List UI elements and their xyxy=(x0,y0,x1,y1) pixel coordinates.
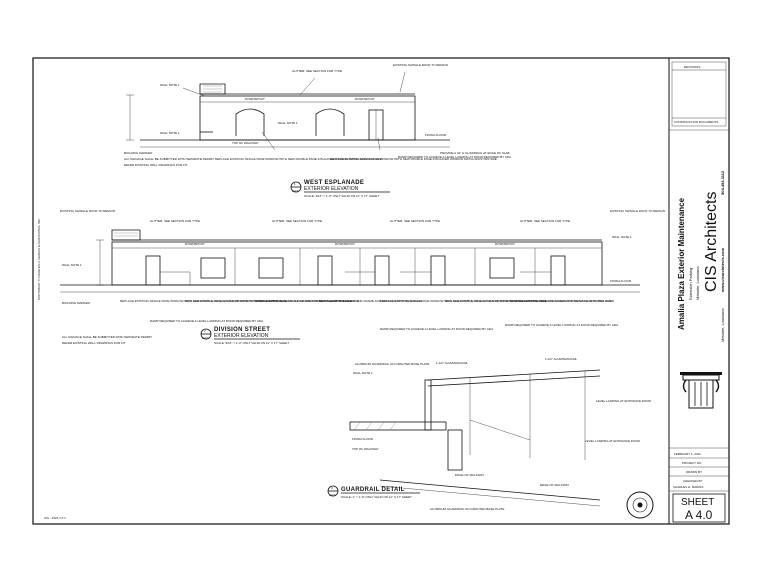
division-roof-note-2: EXISTING SHINGLE ROOF TO REMAIN xyxy=(610,209,665,213)
guardrail-note-2: ALUMINUM GUARDRAIL ON GROUTED BASE PLATE xyxy=(430,507,504,511)
project-title: Amalia Plaza Exterior Maintenance xyxy=(677,197,686,330)
firm-address: Metairie, Louisiana xyxy=(720,308,725,342)
division-elevation-number: 2 xyxy=(204,329,206,333)
top-rail-note: 1-1/2" ALUMINUM RAIL xyxy=(436,361,468,365)
guardrail-detail-title: GUARDRAIL DETAIL xyxy=(341,487,405,493)
division-street-elevation: EXISTING SHINGLE ROOF TO REMAIN GUTTER: … xyxy=(60,209,665,345)
west-esplanade-elevation: WALL NOTE 1 WALL NOTE 1 GUTTER: SEE SECT… xyxy=(124,63,511,198)
division-elevation-subtitle: EXTERIOR ELEVATION xyxy=(214,333,269,339)
division-remove-door: REMOVE EXISTING DOOR AND FRAME AND REPLA… xyxy=(255,299,360,303)
division-gutter-note-2: GUTTER: SEE SECTION FOR TYPE xyxy=(272,219,322,223)
info-date: FEBRUARY 1, 2011 xyxy=(674,452,701,456)
west-elevation-number: 1 xyxy=(294,182,296,186)
west-elevation-scale: SCALE: 3/16" = 1'-0" ONLY VALID ON 11" X… xyxy=(304,194,379,198)
firm-logo-icon xyxy=(680,372,722,409)
sheet-label: SHEET xyxy=(681,497,714,508)
division-downspout: DOWNSPOUT xyxy=(185,242,205,246)
finish-floor-label: FINISH FLOOR xyxy=(425,133,447,137)
architect-seal-icon xyxy=(626,491,654,519)
guardrail-finish-floor: FINISH FLOOR xyxy=(352,437,374,441)
rail-note: PROVIDE A 42" H GUARDRAIL AT EDGE OF SLA… xyxy=(440,151,510,155)
guardrail-detail-number: 3 xyxy=(331,486,333,490)
division-remove-door-3: REMOVE EXISTING DOOR AND FRAME AND REPLA… xyxy=(510,299,615,303)
division-signage-note: ALL SIGNAGE SHALL BE SUBMITTED WITH SEPA… xyxy=(62,335,152,339)
guardrail-detail: ALUMINUM GUARDRAIL ON GROUTED BASE PLATE… xyxy=(327,357,652,511)
roof-note: EXISTING SHINGLE ROOF TO REMAIN xyxy=(393,63,448,67)
slab-edge-note-2: EDGE OF WALKWAY xyxy=(540,483,569,487)
division-gutter-note: GUTTER: SEE SECTION FOR TYPE xyxy=(150,219,200,223)
info-checked: CHECKED BY xyxy=(683,479,703,483)
info-checked-name: CHARLES H. MARAIS xyxy=(673,485,703,489)
signage-note: ALL SIGNAGE SHALL BE SUBMITTED WITH SEPA… xyxy=(124,157,214,161)
division-wall-note: WALL NOTE 1 xyxy=(612,235,632,239)
top-walkway-label: TOP OF WALKWAY xyxy=(232,141,259,145)
division-window-note-3: REPLACE EXISTING SINGLE PANE WINDOW WITH… xyxy=(380,299,547,303)
guardrail-detail-scale: SCALE: 1" = 1'-0" ONLY VALID ON 11" X 17… xyxy=(341,495,412,499)
project-location: Metairie, Louisiana xyxy=(695,266,700,300)
firm-name: CIS Architects xyxy=(703,192,720,292)
division-elevation-scale: SCALE: 3/16" = 1'-0" ONLY VALID ON 11" X… xyxy=(214,341,289,345)
copyright-text: COPYRIGHT © CHARLES H. MARAIS & ASSOCIAT… xyxy=(37,218,41,300)
info-project-no: PROJECT NO. xyxy=(682,461,702,465)
sheet-number: A 4.0 xyxy=(685,508,713,522)
division-building-marker: BUILDING MARKER xyxy=(62,301,91,305)
division-window-note: REPLACE EXISTING SINGLE PANE WINDOW WITH… xyxy=(120,299,287,303)
info-drawn: DRAWN BY xyxy=(686,470,702,474)
division-refer-note: REFER EXISTING WALL DRAWINGS FOR FIT xyxy=(62,341,126,345)
division-finish-floor: FINISH FLOOR xyxy=(610,279,632,283)
division-ramp-note-3: RAMP REQUIRED TO ACHIEVE A LEVEL LANDING… xyxy=(505,323,618,327)
division-ramp-note-2: RAMP REQUIRED TO ACHIEVE A LEVEL LANDING… xyxy=(380,327,493,331)
guardrail-wall-note: WALL NOTE 1 xyxy=(353,371,373,375)
division-ramp-note: RAMP REQUIRED TO ACHIEVE A LEVEL LANDING… xyxy=(150,319,263,323)
window-note-2: REPLACE EXISTING SINGLE PANE WINDOW WITH… xyxy=(330,157,497,161)
division-gutter-note-4: GUTTER: SEE SECTION FOR TYPE xyxy=(520,219,570,223)
division-elevation-title: DIVISION STREET xyxy=(214,327,270,333)
title-block: REVISIONS CONSTRUCTION DOCUMENTS Amalia … xyxy=(626,61,729,523)
refer-note: REFER EXISTING WALL DRAWINGS FOR FIT xyxy=(124,163,188,167)
firm-phone: 504.454.3112 xyxy=(720,170,725,195)
division-wall-note-2: WALL NOTE 1 xyxy=(62,263,82,267)
division-window-note-2: REPLACE EXISTING SINGLE PANE WINDOW WITH… xyxy=(185,299,352,303)
wall-note-3: WALL NOTE 1 xyxy=(278,121,298,125)
building-marker-note: BUILDING MARKER xyxy=(124,151,153,155)
guardrail-top-walkway: TOP OF WALKWAY xyxy=(352,447,379,451)
gutter-note: GUTTER: SEE SECTION FOR TYPE xyxy=(292,69,342,73)
downspout-label-2: DOWNSPOUT xyxy=(355,97,375,101)
guardrail-detail-sheetref: A4.0 xyxy=(329,493,336,497)
slab-edge-note: EDGE OF WALKWAY xyxy=(455,473,484,477)
division-roof-note: EXISTING SHINGLE ROOF TO REMAIN xyxy=(60,209,115,213)
revisions-label: REVISIONS xyxy=(684,65,700,69)
ramp-note: RAMP REQUIRED TO ACHIEVE A LEVEL LANDING… xyxy=(398,155,511,159)
division-window-note-4: REPLACE EXISTING SINGLE PANE WINDOW WITH… xyxy=(445,299,612,303)
firm-web: www.cisarchitects.com xyxy=(720,247,725,293)
wall-note-2: WALL NOTE 1 xyxy=(160,131,180,135)
west-elevation-sheetref: A4.0 xyxy=(292,189,299,193)
level-landing-note-2: LEVEL LANDING AT ENTRANCE DOOR xyxy=(585,439,641,443)
window-note: REPLACE EXISTING SINGLE PANE WINDOW WITH… xyxy=(215,157,382,161)
division-gutter-note-3: GUTTER: SEE SECTION FOR TYPE xyxy=(390,219,440,223)
construction-docs-label: CONSTRUCTION DOCUMENTS xyxy=(674,120,718,124)
guardrail-note: ALUMINUM GUARDRAIL ON GROUTED BASE PLATE xyxy=(355,362,429,366)
division-downspout-2: DOWNSPOUT xyxy=(335,242,355,246)
corner-id: CIS - DIVA 7.0 1 xyxy=(44,516,66,520)
division-elevation-sheetref: A4.0 xyxy=(202,336,209,340)
project-subtitle: Extension Parking xyxy=(688,268,693,300)
downspout-label: DOWNSPOUT xyxy=(245,97,265,101)
sheet-border xyxy=(32,57,730,525)
west-elevation-subtitle: EXTERIOR ELEVATION xyxy=(304,186,359,192)
wall-note: WALL NOTE 1 xyxy=(160,83,180,87)
division-remove-door-2: REMOVE EXISTING DOOR AND FRAME AND REPLA… xyxy=(318,299,423,303)
division-downspout-3: DOWNSPOUT xyxy=(495,242,515,246)
west-elevation-title: WEST ESPLANADE xyxy=(304,180,364,186)
top-rail-note-2: 1-1/2" ALUMINUM RAIL xyxy=(545,357,577,361)
level-landing-note: LEVEL LANDING AT ENTRANCE DOOR xyxy=(596,399,652,403)
